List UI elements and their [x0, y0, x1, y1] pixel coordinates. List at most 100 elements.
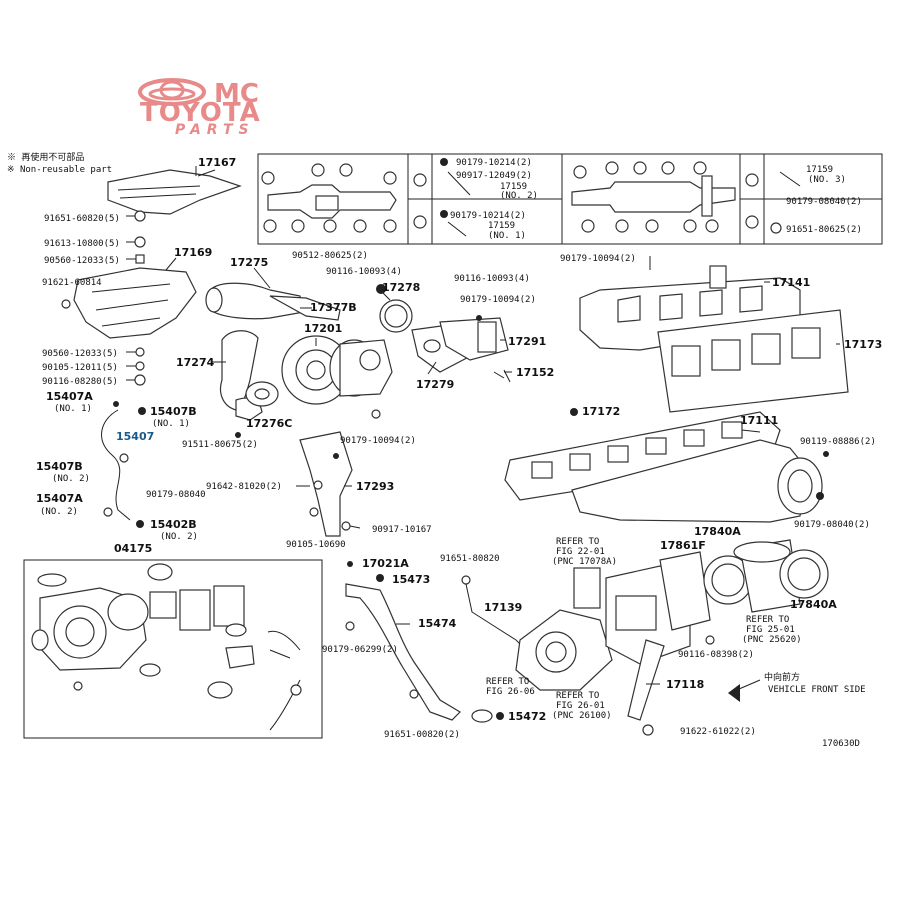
part-label: 15472: [508, 710, 546, 723]
logo-toyota: TOYOTA: [140, 98, 261, 128]
part-label: 17169: [174, 246, 212, 259]
part-label: 90119-08886(2): [800, 437, 876, 447]
part-label: 90179-10094(2): [560, 254, 636, 264]
part-label: 90105-12011(5): [42, 363, 118, 373]
part-label: 04175: [114, 542, 152, 555]
part-label: 90179-08040: [146, 490, 206, 500]
part-label: 90917-10167: [372, 525, 432, 535]
part-label: 90116-10093(4): [454, 274, 530, 284]
part-label: 91651-00820(2): [384, 730, 460, 740]
leader-lines: [195, 166, 840, 685]
part-label: 17173: [844, 338, 882, 351]
part-label: 17377B: [310, 301, 357, 314]
heat-insulators: [73, 169, 242, 339]
part-label: (NO. 1): [54, 404, 92, 414]
part-label: 17840A: [694, 525, 741, 538]
panel-label: 90179-10214(2): [456, 158, 532, 168]
part-label: 15407A: [46, 390, 93, 403]
part-label: 91622-61022(2): [680, 727, 756, 737]
part-label: 17021A: [362, 557, 409, 570]
panel-label: 90917-12049(2): [456, 171, 532, 181]
part-label: 17840A: [790, 598, 837, 611]
panel-label: 90179-08040(2): [786, 197, 862, 207]
direction-label-jp: 中向前方: [764, 671, 800, 683]
part-label: 15473: [392, 573, 430, 586]
panel-label: (NO. 2): [500, 191, 538, 201]
part-label: (PNC 26100): [552, 711, 612, 721]
part-label: 90105-10690: [286, 540, 346, 550]
part-label: 91621-60814: [42, 278, 102, 288]
part-label: 17139: [484, 601, 522, 614]
gaskets-and-bracket: [299, 315, 511, 537]
part-label: 90116-08398(2): [678, 650, 754, 660]
logo-mc: MC: [214, 79, 259, 109]
part-label: 90179-06299(2): [322, 645, 398, 655]
part-label: FIG 26-01: [556, 701, 605, 711]
part-label: 17276C: [246, 417, 292, 430]
part-label: REFER TO: [746, 615, 789, 625]
throttle-egr-assembly: [345, 539, 829, 736]
direction-label: VEHICLE FRONT SIDE: [768, 685, 866, 695]
part-label: 15474: [418, 617, 457, 630]
part-label: 90179-10094(2): [460, 295, 536, 305]
part-label: FIG 22-01: [556, 547, 605, 557]
part-label: 90560-12033(5): [42, 349, 118, 359]
part-label: (NO. 2): [40, 507, 78, 517]
part-label: 15407B: [36, 460, 83, 473]
panel-label: 17159: [500, 182, 527, 192]
part-label: 17275: [230, 256, 268, 269]
part-label: 17152: [516, 366, 554, 379]
intake-manifold-and-gasket: [504, 408, 829, 523]
illustration-number: 170630D: [822, 739, 860, 749]
part-label: 91651-60820(5): [44, 214, 120, 224]
part-label: (NO. 2): [160, 532, 198, 542]
top-panels: 90179-10214(2) 90917-12049(2) 17159 (NO.…: [257, 153, 883, 245]
panel-label: (NO. 3): [808, 175, 846, 185]
turbocharger: [205, 282, 413, 438]
part-label: (NO. 1): [152, 419, 190, 429]
logo-parts: PARTS: [175, 122, 255, 138]
part-label: 91511-80675(2): [182, 440, 258, 450]
part-label: (NO. 2): [52, 474, 90, 484]
panel-label: 17159: [488, 221, 515, 231]
part-label: 15407A: [36, 492, 83, 505]
legend-jp: ※ 再使用不可部品: [7, 151, 84, 163]
part-label: (PNC 17078A): [552, 557, 617, 567]
legend-en: ※ Non-reusable part: [7, 165, 112, 175]
part-label: 91642-81020(2): [206, 482, 282, 492]
part-label: 17291: [508, 335, 546, 348]
part-label: 90560-12033(5): [44, 256, 120, 266]
part-label: 90179-08040(2): [794, 520, 870, 530]
part-label: 17201: [304, 322, 342, 335]
part-label: 90179-10094(2): [340, 436, 416, 446]
part-label: 17278: [382, 281, 420, 294]
left-bolts: [61, 210, 146, 528]
part-label: 17118: [666, 678, 704, 691]
part-label: REFER TO: [486, 677, 529, 687]
part-label-highlighted: 15407: [116, 430, 154, 443]
part-label: REFER TO: [556, 537, 599, 547]
part-label: 17167: [198, 156, 236, 169]
panel-label: 91651-80625(2): [786, 225, 862, 235]
logo: MC TOYOTA PARTS: [138, 78, 261, 138]
part-label: FIG 25-01: [746, 625, 795, 635]
part-label: REFER TO: [556, 691, 599, 701]
panel-label: 17159: [806, 165, 833, 175]
part-label: 15402B: [150, 518, 197, 531]
part-label: 90116-08280(5): [42, 377, 118, 387]
part-label: (PNC 25620): [742, 635, 802, 645]
part-label: 90512-80625(2): [292, 251, 368, 261]
turbo-kit-inset: [23, 559, 323, 739]
part-label: 17861F: [660, 539, 706, 552]
exhaust-manifold-and-gasket: [579, 265, 849, 413]
part-label: 17293: [356, 480, 394, 493]
part-labels: 17167 91651-60820(5) 91613-10800(5) 9056…: [36, 156, 882, 749]
part-label: 90116-10093(4): [326, 267, 402, 277]
panel-label: (NO. 1): [488, 231, 526, 241]
part-label: 17279: [416, 378, 454, 391]
part-label: 91613-10800(5): [44, 239, 120, 249]
part-label: 17141: [772, 276, 810, 289]
part-label: 17111: [740, 414, 778, 427]
part-label: 17172: [582, 405, 620, 418]
